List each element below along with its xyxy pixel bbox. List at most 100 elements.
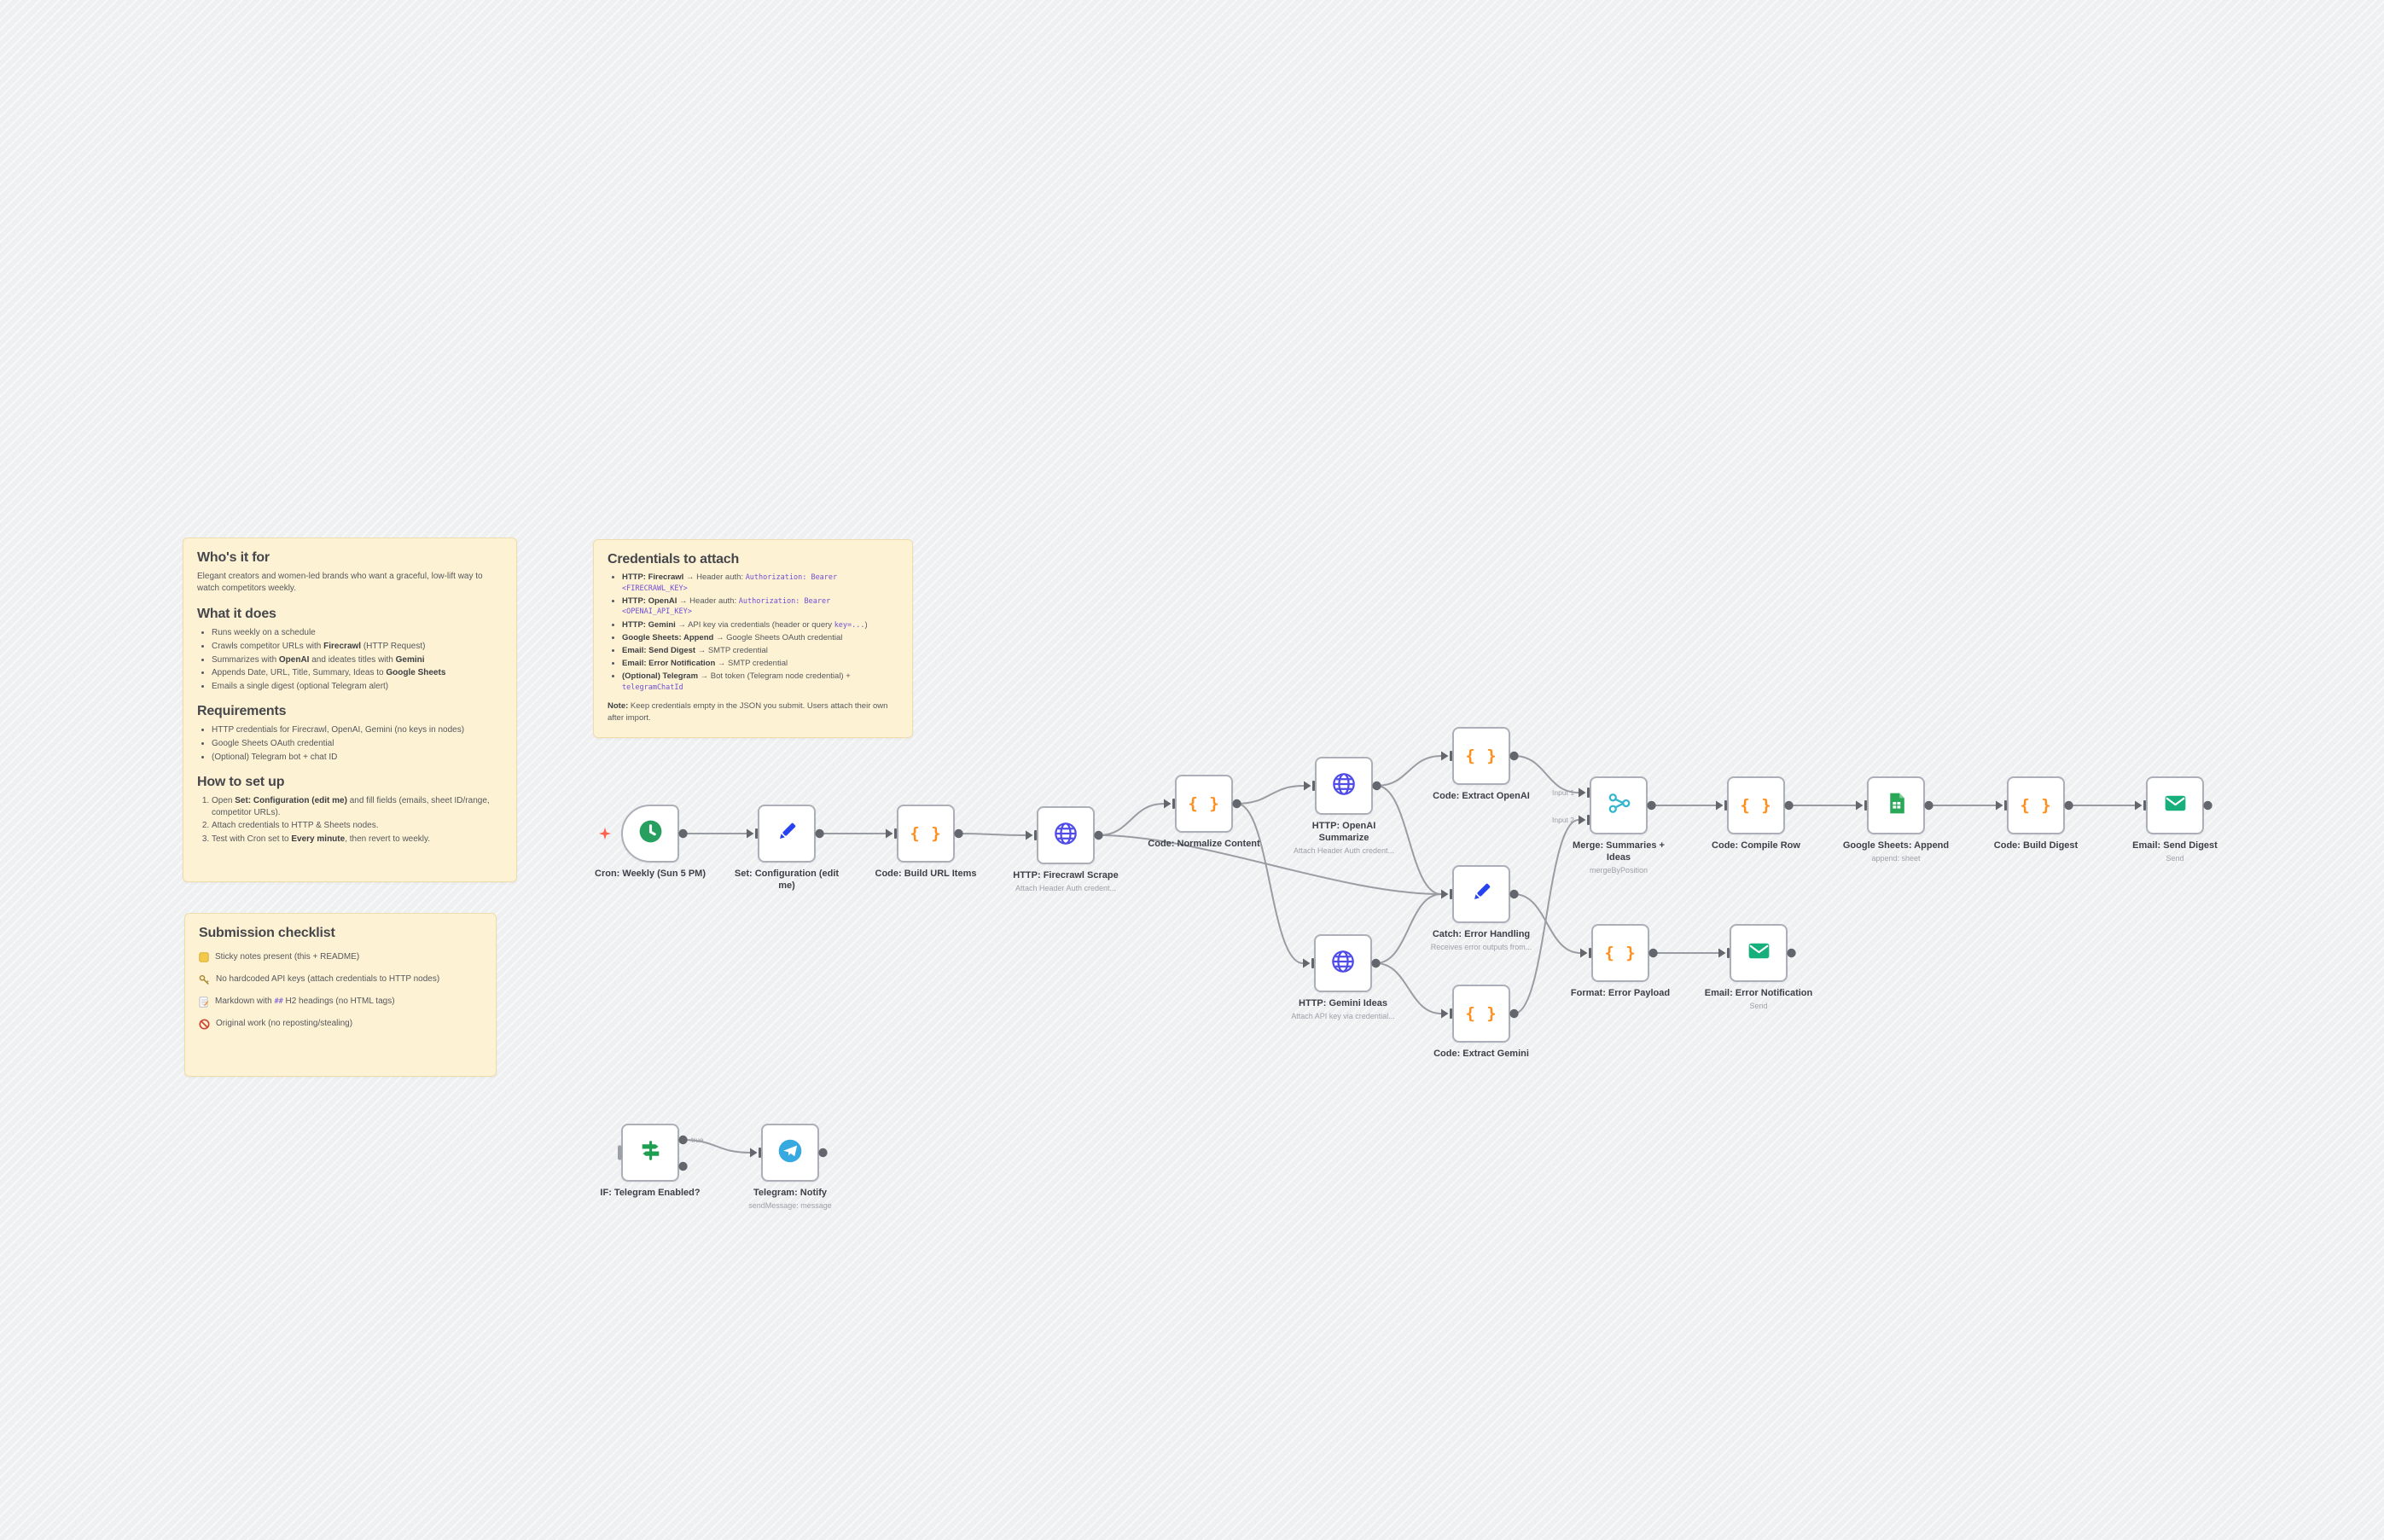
- sticky-list-item: Google Sheets: Append → Google Sheets OA…: [622, 633, 898, 644]
- text-run: → Bot token (Telegram node credential) +: [698, 671, 851, 681]
- node-openai[interactable]: [1315, 757, 1373, 815]
- sticky-list-item: Appends Date, URL, Title, Summary, Ideas…: [212, 667, 503, 678]
- sticky-heading: Submission checklist: [199, 926, 335, 940]
- node-catch[interactable]: [1452, 865, 1510, 923]
- node-extract_openai[interactable]: { }: [1452, 727, 1510, 785]
- code-icon: { }: [1604, 944, 1637, 962]
- checklist-item: Sticky notes present (this + README): [199, 951, 482, 963]
- sticky-list: HTTP: Firecrawl → Header auth: Authoriza…: [608, 572, 898, 693]
- node-label: Cron: Weekly (Sun 5 PM): [595, 869, 706, 879]
- checklist-text: Original work (no reposting/stealing): [216, 1018, 352, 1030]
- text-run: Email: Send Digest: [622, 645, 696, 655]
- text-run: telegramChatId: [622, 683, 683, 692]
- node-send_digest[interactable]: [2146, 776, 2204, 834]
- filter-icon: [637, 1136, 665, 1169]
- merge-icon: [1605, 789, 1633, 822]
- clock-icon: [637, 817, 665, 850]
- text-run: Sticky notes present (this + README): [215, 952, 360, 962]
- node-build_digest[interactable]: { }: [2007, 776, 2065, 834]
- text-run: Runs weekly on a schedule: [212, 628, 316, 637]
- node-label: IF: Telegram Enabled?: [600, 1188, 701, 1198]
- code-icon: { }: [1465, 747, 1497, 765]
- mail-icon: [1745, 937, 1773, 969]
- node-gemini[interactable]: [1314, 934, 1372, 992]
- text-run: → SMTP credential: [715, 658, 788, 668]
- text-run: (HTTP Request): [361, 641, 426, 651]
- node-cron[interactable]: [621, 805, 679, 863]
- node-subtitle: Attach Header Auth credent...: [1015, 884, 1117, 892]
- node-email_error[interactable]: [1730, 924, 1788, 982]
- node-merge[interactable]: [1590, 776, 1648, 834]
- memo-icon: [199, 996, 209, 1008]
- text-run: H2 headings (no HTML tags): [282, 997, 395, 1006]
- text-run: HTTP: Gemini: [622, 619, 676, 630]
- text-run: → API key via credentials (header or que…: [675, 619, 834, 630]
- text-run: Google Sheets: [386, 668, 446, 678]
- node-subtitle: append: sheet: [1871, 854, 1921, 863]
- code-icon: { }: [1465, 1004, 1497, 1023]
- sticky-list-item: Runs weekly on a schedule: [212, 627, 503, 638]
- globe-icon: [1329, 947, 1358, 980]
- sticky-list-item: Email: Error Notification → SMTP credent…: [622, 659, 898, 670]
- globe-icon: [1329, 770, 1358, 803]
- node-subtitle: Send: [1749, 1002, 1768, 1010]
- node-subtitle: Send: [2166, 854, 2184, 863]
- node-set[interactable]: [758, 805, 816, 863]
- sticky-paragraph: Elegant creators and women-led brands wh…: [197, 571, 503, 595]
- text-run: Firecrawl: [323, 641, 362, 651]
- checklist-text: No hardcoded API keys (attach credential…: [216, 973, 439, 985]
- text-run: Every minute: [291, 834, 346, 845]
- checklist-item: Markdown with ## H2 headings (no HTML ta…: [199, 996, 482, 1008]
- node-label: Code: Compile Row: [1712, 840, 1800, 851]
- node-build_url[interactable]: { }: [897, 805, 955, 863]
- text-run: Elegant creators and women-led brands wh…: [197, 572, 483, 593]
- sticky-heading: Credentials to attach: [608, 552, 740, 567]
- text-run: ): [864, 619, 868, 630]
- sticky-paragraph: Note: Keep credentials empty in the JSON…: [608, 700, 898, 724]
- node-if[interactable]: [621, 1124, 679, 1182]
- sticky-heading: Requirements: [197, 704, 287, 719]
- sticky-list-item: Emails a single digest (optional Telegra…: [212, 681, 503, 692]
- text-run: (Optional) Telegram bot + chat ID: [212, 753, 338, 763]
- text-run: Authorization: Bearer <OPENAI_API_KEY>: [622, 596, 831, 617]
- text-run: Attach credentials to HTTP & Sheets node…: [212, 821, 379, 831]
- code-icon: { }: [1188, 794, 1220, 813]
- sticky-heading: Who's it for: [197, 550, 270, 565]
- text-run: Email: Error Notification: [622, 658, 716, 668]
- text-run: ##: [274, 997, 283, 1006]
- node-label: Email: Error Notification: [1704, 988, 1813, 998]
- node-label: Set: Configuration (edit me): [734, 869, 840, 891]
- text-run: No hardcoded API keys (attach credential…: [216, 974, 440, 984]
- node-label: HTTP: Gemini Ideas: [1299, 998, 1387, 1008]
- node-label: Format: Error Payload: [1570, 988, 1671, 998]
- node-extract_gemini[interactable]: { }: [1452, 985, 1510, 1043]
- sticky-list-item: Open Set: Configuration (edit me) and fi…: [212, 795, 503, 818]
- sticky-list: HTTP credentials for Firecrawl, OpenAI, …: [197, 724, 503, 763]
- text-run: Keep credentials empty in the JSON you s…: [608, 701, 888, 723]
- node-normalize[interactable]: { }: [1175, 775, 1233, 833]
- text-run: → Header auth:: [677, 596, 739, 606]
- text-run: OpenAI: [278, 654, 310, 665]
- globe-icon: [1051, 819, 1080, 852]
- sticky-note[interactable]: Credentials to attachHTTP: Firecrawl → H…: [593, 539, 913, 738]
- node-firecrawl[interactable]: [1037, 806, 1095, 864]
- node-subtitle: mergeByPosition: [1589, 866, 1648, 875]
- text-run: Summarizes with: [212, 654, 279, 665]
- sticky-list-item: HTTP: OpenAI → Header auth: Authorizatio…: [622, 596, 898, 618]
- node-compile[interactable]: { }: [1727, 776, 1785, 834]
- node-format_error[interactable]: { }: [1591, 924, 1649, 982]
- node-subtitle: Attach Header Auth credent...: [1293, 846, 1395, 855]
- sheets-icon: [1882, 789, 1910, 822]
- text-run: Google Sheets OAuth credential: [212, 739, 334, 749]
- code-icon: { }: [1740, 796, 1772, 815]
- sticky-heading: How to set up: [197, 775, 285, 790]
- node-label: Catch: Error Handling: [1432, 929, 1531, 939]
- node-sheets[interactable]: [1867, 776, 1925, 834]
- node-telegram[interactable]: [761, 1124, 819, 1182]
- pencil-icon: [1468, 878, 1496, 910]
- node-label: Email: Send Digest: [2132, 840, 2218, 851]
